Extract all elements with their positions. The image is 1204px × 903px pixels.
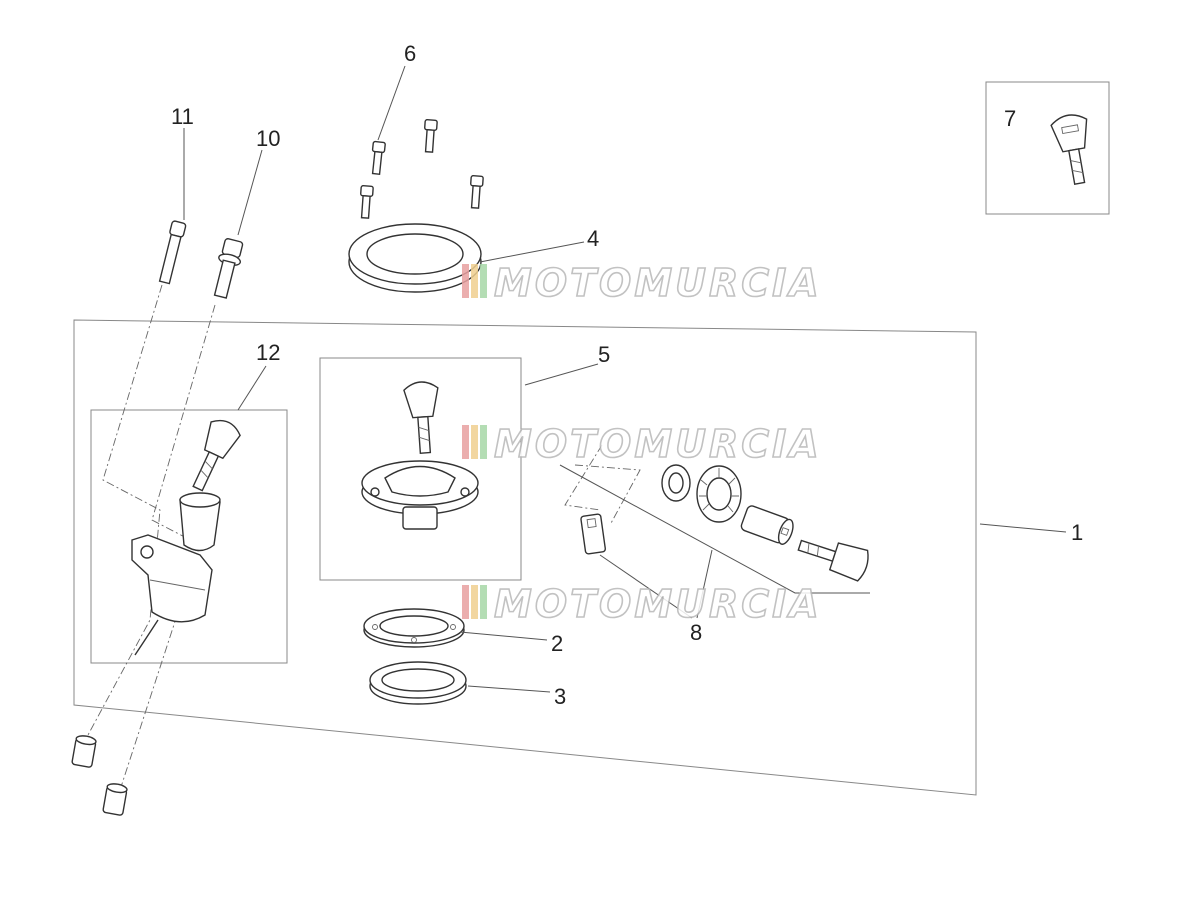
screws-part-6 xyxy=(360,119,484,219)
watermark-stripe-yellow xyxy=(471,425,478,459)
kit-frame-1 xyxy=(73,319,977,796)
callout-10: 10 xyxy=(256,126,280,151)
assembly-lines xyxy=(87,284,641,791)
key-part-7 xyxy=(1050,114,1088,186)
watermark-stripe-green xyxy=(480,264,487,298)
watermark-stripe-green xyxy=(480,425,487,459)
leader-lines xyxy=(183,65,1067,693)
watermark-stripe-yellow xyxy=(471,585,478,619)
watermark-stripe-red xyxy=(462,585,469,619)
gasket-part-2 xyxy=(363,608,465,648)
watermark-stripe-red xyxy=(462,264,469,298)
watermark-text: MOTOMURCIA xyxy=(494,422,822,466)
callout-1: 1 xyxy=(1071,520,1083,545)
watermark-middle: MOTOMURCIA xyxy=(462,421,822,467)
callout-2: 2 xyxy=(551,631,563,656)
watermark-top: MOTOMURCIA xyxy=(462,260,822,306)
callout-6: 6 xyxy=(404,41,416,66)
fuel-cap-frame-5 xyxy=(319,357,522,581)
callout-3: 3 xyxy=(554,684,566,709)
seal-ring-part-4 xyxy=(348,223,482,293)
long-screw-part-11 xyxy=(158,220,187,285)
callout-8: 8 xyxy=(690,620,702,645)
shear-bolt-part-10 xyxy=(213,238,244,299)
watermark-stripe-green xyxy=(480,585,487,619)
callout-5: 5 xyxy=(598,342,610,367)
ignition-lock-part-12 xyxy=(131,419,241,656)
callout-11: 11 xyxy=(171,104,194,129)
callout-4: 4 xyxy=(587,226,599,251)
lock-set-part-8 xyxy=(559,464,870,594)
nut-right xyxy=(102,783,128,816)
callout-numbers: 1 2 3 4 5 6 7 8 10 11 12 xyxy=(171,41,1083,709)
watermark-bottom: MOTOMURCIA xyxy=(462,581,822,627)
watermark-text: MOTOMURCIA xyxy=(494,582,822,626)
nut-left xyxy=(71,735,97,768)
seal-ring-part-3 xyxy=(369,661,467,705)
watermark-stripe-red xyxy=(462,425,469,459)
fuel-cap-part-5 xyxy=(361,381,479,530)
callout-12: 12 xyxy=(256,340,280,365)
callout-7: 7 xyxy=(1004,106,1016,131)
watermark-stripe-yellow xyxy=(471,264,478,298)
key-frame-7 xyxy=(985,81,1110,215)
watermark-text: MOTOMURCIA xyxy=(494,261,822,305)
ignition-frame-12 xyxy=(90,409,288,664)
